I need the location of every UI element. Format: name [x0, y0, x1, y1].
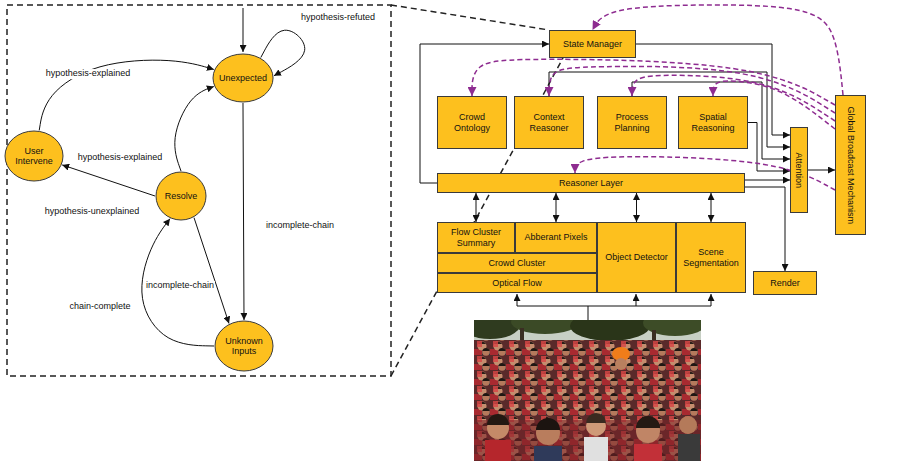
flow-arrow	[175, 87, 214, 171]
flow-arrow	[62, 165, 155, 196]
state-circle: Resolve	[155, 171, 207, 221]
state-circle: Unexpected	[212, 53, 274, 103]
module-box: Process Planning	[597, 96, 667, 149]
state-circle: Unknown Inputs	[214, 320, 274, 372]
module-box: Crowd Cluster	[437, 253, 597, 273]
flow-arrow	[808, 170, 835, 171]
flow-arrow	[39, 60, 214, 130]
transition-label: hypothesis-unexplained	[44, 207, 141, 217]
node-label: User Intervene	[11, 146, 57, 167]
crowd-photo	[474, 320, 701, 461]
node-label: Crowd Cluster	[488, 258, 545, 268]
module-box: Abberant Pixels	[515, 222, 597, 253]
module-box: Global Broadcast Mechanism	[835, 95, 866, 235]
module-box: State Manager	[549, 30, 636, 58]
node-label: Process Planning	[600, 112, 664, 133]
module-box: Context Reasoner	[514, 96, 584, 149]
zoom-line	[391, 5, 549, 30]
flow-arrow	[549, 72, 790, 147]
module-box: Render	[753, 271, 817, 295]
transition-label: hypothesis-refuted	[300, 13, 376, 23]
node-label: Unknown Inputs	[221, 336, 267, 357]
node-label: Crowd Ontology	[440, 112, 504, 133]
node-label: Optical Flow	[492, 278, 542, 288]
node-label: State Manager	[563, 39, 622, 49]
flow-arrow	[194, 218, 229, 324]
flow-arrow	[636, 193, 637, 222]
state-circle: User Intervene	[4, 130, 64, 182]
entry-arrow	[243, 8, 244, 52]
node-label: Object Detector	[605, 252, 668, 262]
node-label: Resolve	[165, 191, 198, 201]
flow-arrow	[243, 103, 244, 320]
node-label: Render	[770, 278, 800, 288]
node-label: Global Broadcast Mechanism	[845, 106, 855, 224]
transition-label: incomplete-chain	[265, 221, 335, 231]
circle-shape	[5, 131, 63, 181]
node-label: Scene Segmentation	[679, 247, 743, 268]
transition-label: chain-complete	[68, 302, 131, 312]
flow-arrow	[745, 180, 790, 181]
circle-shape	[215, 321, 273, 371]
input-wires	[517, 294, 711, 320]
node-label: Flow Cluster Summary	[440, 227, 512, 248]
module-box: Object Detector	[597, 222, 676, 293]
transition-label: hypothesis-explained	[77, 153, 164, 163]
node-label: Spatial Reasoning	[681, 112, 745, 133]
flow-arrow	[711, 193, 712, 222]
transition-label: incomplete-chain	[145, 281, 215, 291]
zoom-panel	[7, 5, 391, 376]
node-label: Abberant Pixels	[524, 232, 587, 242]
node-label: Reasoner Layer	[559, 178, 623, 188]
circle-shape	[156, 172, 206, 220]
circle-shape	[213, 54, 273, 102]
transition-label: hypothesis-explained	[45, 69, 132, 79]
module-box: Reasoner Layer	[437, 173, 745, 193]
module-box: Attention	[790, 127, 808, 213]
node-label: Unexpected	[219, 73, 267, 83]
flow-arrow	[476, 193, 477, 222]
module-box: Scene Segmentation	[676, 222, 746, 293]
module-box: Flow Cluster Summary	[437, 222, 515, 253]
flow-arrow	[748, 123, 790, 172]
node-label: Context Reasoner	[517, 112, 581, 133]
module-box: Crowd Ontology	[437, 96, 507, 149]
flow-arrow	[556, 193, 557, 222]
node-label: Attention	[794, 152, 804, 188]
flow-arrow	[745, 187, 785, 271]
module-box: Spatial Reasoning	[678, 96, 748, 149]
module-box: Optical Flow	[437, 273, 597, 293]
